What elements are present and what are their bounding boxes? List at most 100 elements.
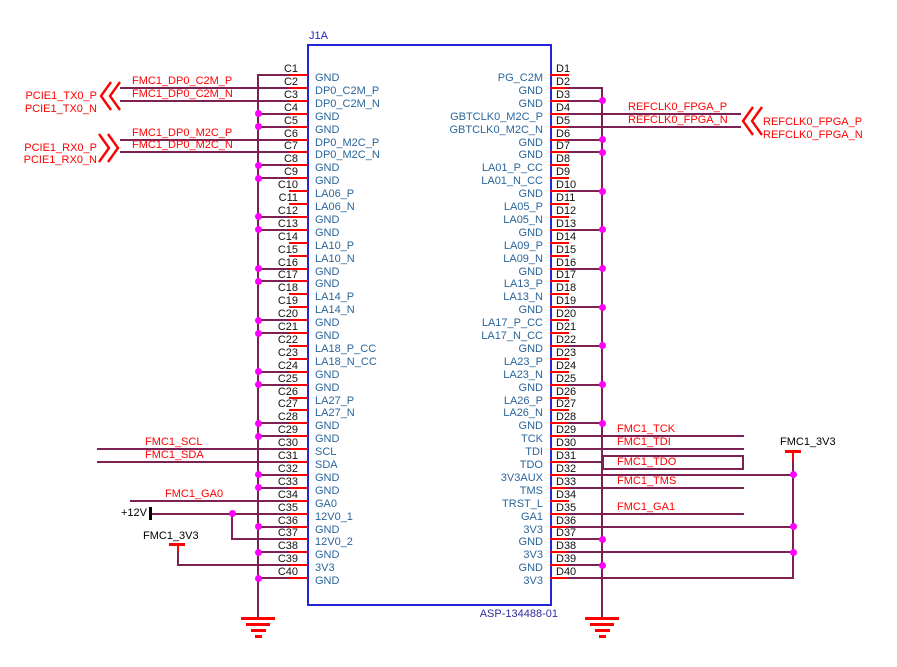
connector-title: J1A (309, 30, 328, 42)
wire (257, 383, 290, 386)
wire (257, 177, 290, 180)
pin-number-D22: D22 (556, 333, 577, 346)
pin-stub-C5 (289, 125, 308, 128)
pin-number-D31: D31 (556, 450, 577, 462)
pin-number-C23: C23 (277, 346, 298, 359)
pin-number-C31: C31 (277, 450, 298, 462)
power-bar-icon (149, 506, 152, 520)
pin-stub-C1 (289, 74, 308, 76)
net-label-REFCLK0_FPGA_P: REFCLK0_FPGA_P (628, 100, 728, 113)
pin-number-D23: D23 (556, 346, 577, 359)
pin-number-D33: D33 (556, 475, 577, 488)
junction-dot (254, 368, 262, 376)
pin-name-C22: LA18_P_CC (315, 342, 377, 355)
pin-stub-C37 (289, 538, 308, 541)
pin-name-D20: LA17_P_CC (481, 317, 543, 330)
junction-dot (254, 432, 262, 440)
chevron-left-icon (99, 81, 121, 111)
pin-name-D27: LA26_N (503, 407, 543, 420)
power-bar-icon (785, 450, 801, 453)
ground-symbol-right (594, 629, 610, 632)
pin-name-D36: 3V3 (523, 523, 543, 536)
junction-dot (254, 174, 262, 182)
pin-stub-D25 (550, 383, 569, 386)
pin-name-C7: DP0_M2C_N (315, 149, 380, 162)
junction-dot (254, 419, 262, 427)
junction-dot (789, 471, 797, 479)
pin-name-C9: GND (315, 175, 340, 188)
pin-name-D34: TRST_L (502, 497, 543, 510)
wire (568, 344, 603, 347)
wire (568, 461, 604, 463)
pin-name-D29: TCK (521, 433, 543, 446)
junction-dot (254, 265, 262, 272)
net-label-FMC1_TCK: FMC1_TCK (617, 423, 676, 436)
pin-number-D20: D20 (556, 308, 577, 321)
pin-name-C40: GND (315, 575, 340, 588)
pin-stub-D38 (550, 551, 569, 554)
pin-stub-D4 (550, 112, 569, 115)
pin-name-D14: LA09_P (503, 239, 543, 252)
pin-stub-C17 (289, 280, 308, 283)
pin-stub-C27 (289, 409, 308, 412)
power-label-12v: +12V (121, 506, 147, 519)
net-label-FMC1_GA1: FMC1_GA1 (617, 500, 676, 513)
pin-number-C12: C12 (277, 204, 298, 217)
pin-stub-D30 (550, 448, 569, 451)
pin-number-C2: C2 (283, 75, 298, 88)
pin-name-C12: GND (315, 213, 340, 226)
net-label-FMC1_TMS: FMC1_TMS (617, 474, 677, 487)
pin-number-D12: D12 (556, 204, 577, 217)
wire (568, 112, 741, 115)
pin-stub-D31 (550, 461, 569, 463)
pin-number-C5: C5 (283, 114, 298, 127)
pin-number-C7: C7 (283, 140, 298, 153)
pin-name-C13: GND (315, 226, 340, 239)
pin-name-C19: LA14_N (315, 304, 355, 317)
wire (257, 486, 290, 489)
pin-number-D18: D18 (556, 282, 577, 295)
pin-stub-D19 (550, 306, 569, 309)
pin-number-D37: D37 (556, 527, 577, 540)
pin-stub-C18 (289, 293, 308, 296)
pin-number-C30: C30 (277, 437, 298, 450)
pin-number-C24: C24 (277, 359, 298, 372)
pin-number-C1: C1 (283, 63, 298, 75)
pin-name-C1: GND (315, 72, 340, 84)
pin-number-D5: D5 (556, 114, 571, 127)
pin-number-D17: D17 (556, 269, 577, 282)
junction-dot (598, 226, 606, 234)
pin-name-C4: GND (315, 110, 340, 123)
pin-stub-D3 (550, 99, 569, 102)
wire (151, 512, 290, 515)
junction-dot (254, 574, 262, 582)
pin-name-C33: GND (315, 484, 340, 497)
junction-dot (254, 548, 262, 556)
pin-name-D28: GND (518, 420, 543, 433)
wire (568, 267, 603, 270)
fmc1-3v3-bus (792, 460, 794, 579)
pin-number-D36: D36 (556, 514, 577, 527)
pin-stub-C28 (289, 422, 308, 425)
pin-name-D2: GND (518, 84, 543, 97)
pin-stub-C14 (289, 241, 308, 244)
pin-number-D21: D21 (556, 321, 577, 333)
wire (97, 461, 290, 463)
pin-number-D29: D29 (556, 424, 577, 437)
pin-number-C27: C27 (277, 398, 298, 411)
wire (257, 551, 290, 554)
ground-symbol-right (598, 635, 606, 638)
pin-stub-C16 (289, 267, 308, 270)
junction-dot (254, 329, 262, 337)
pin-name-C39: 3V3 (315, 562, 335, 575)
pin-name-C32: GND (315, 471, 340, 484)
pin-number-D28: D28 (556, 411, 577, 424)
wire (257, 435, 290, 438)
pin-number-C14: C14 (277, 230, 298, 243)
pin-name-D35: GA1 (520, 510, 543, 523)
pin-name-C14: LA10_P (315, 239, 355, 252)
pin-stub-C8 (289, 164, 308, 167)
junction-dot (254, 213, 262, 221)
junction-dot (254, 161, 262, 169)
